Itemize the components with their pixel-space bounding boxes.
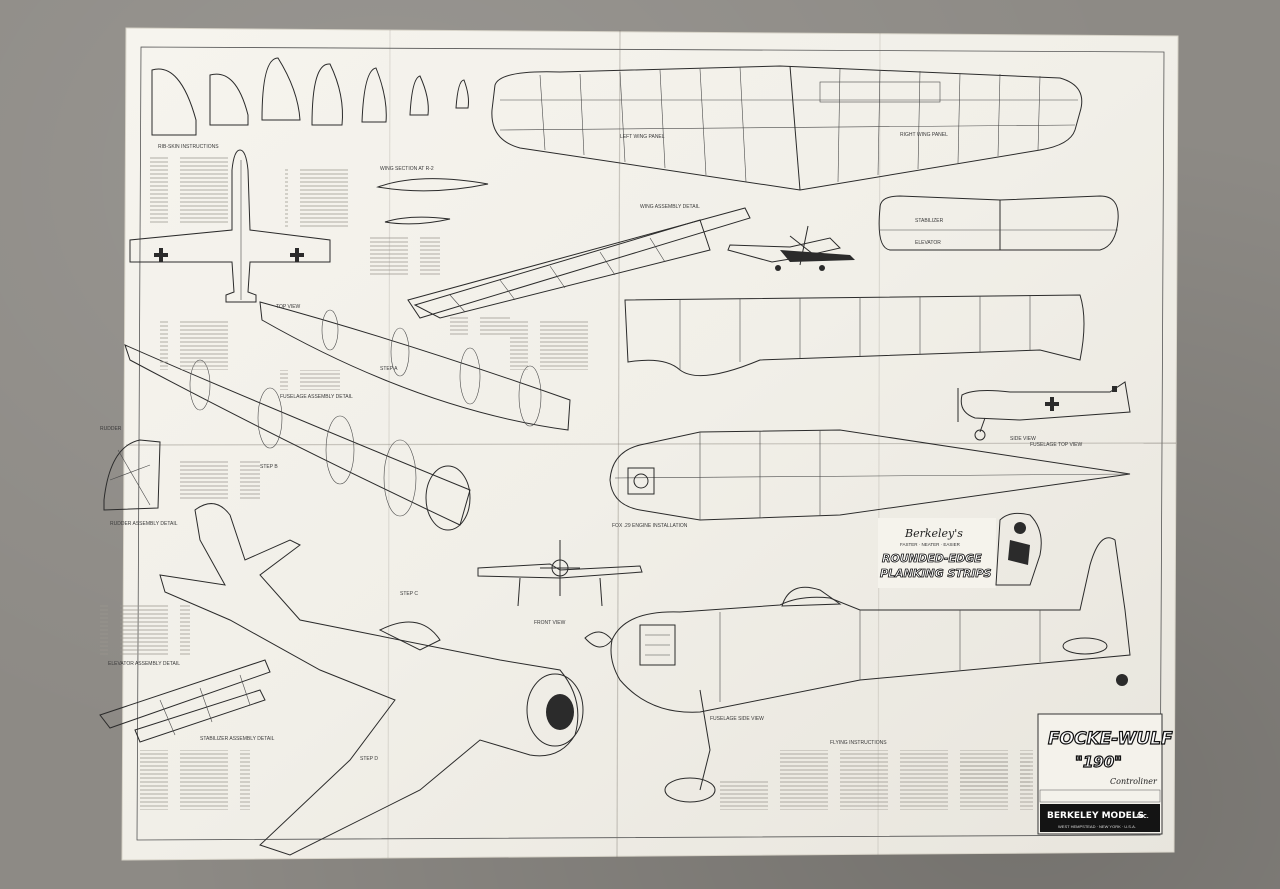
promo-block: Berkeley's FASTER · NEATER · EASIER ROUN… [878, 512, 1042, 588]
engine-top-icon [627, 467, 655, 495]
fuselage-assembly-label: FUSELAGE ASSEMBLY DETAIL [280, 394, 353, 400]
maker-name: BERKELEY MODELS [1047, 811, 1144, 821]
step-a-label: STEP A [380, 366, 398, 372]
left-wing-panel-label: LEFT WING PANEL [620, 134, 665, 140]
elevator-assembly-label: ELEVATOR ASSEMBLY DETAIL [108, 661, 180, 667]
small-plane-top-view: TOP VIEW [129, 149, 331, 310]
rudder-assembly-detail: RUDDER ASSEMBLY DETAIL RUDDER [100, 426, 260, 527]
wing-assembly-detail: WING ASSEMBLY DETAIL [407, 204, 751, 319]
fuselage-side-profile [624, 294, 1085, 377]
small-top-view-label: TOP VIEW [276, 304, 301, 310]
model-name: FOCKE-WULF [1048, 729, 1173, 749]
svg-text:RUDDER: RUDDER [100, 426, 122, 432]
model-type: Controliner [1110, 777, 1158, 786]
stabilizer-plan: STABILIZER ELEVATOR [878, 195, 1119, 251]
large-side-view: FUSELAGE SIDE VIEW [584, 537, 1131, 803]
promo-line2: PLANKING STRIPS [880, 567, 992, 580]
elevator-label: ELEVATOR [915, 240, 941, 246]
stabilizer-label: STABILIZER [915, 218, 944, 224]
engine-side-icon [639, 624, 676, 666]
step-b-label: STEP B [260, 464, 278, 470]
balkenkreuz-right-icon [290, 248, 304, 262]
perspective-airplane: STEP C STEP D [159, 503, 584, 856]
engine-installation-label: FOX .29 ENGINE INSTALLATION [612, 523, 688, 529]
instruction-text-block-1 [150, 155, 355, 228]
step-c-label: STEP C [400, 591, 418, 597]
front-view-label: FRONT VIEW [534, 620, 566, 626]
promo-slogan: FASTER · NEATER · EASIER [900, 542, 961, 547]
side-view-label: SIDE VIEW [1010, 436, 1036, 442]
paper-sheet [121, 27, 1179, 861]
fuselage-top-view: FUSELAGE TOP VIEW FOX .29 ENGINE INSTALL… [609, 429, 1131, 529]
fuselage-assembly-detail: FUSELAGE ASSEMBLY DETAIL STEP A STEP B [124, 301, 590, 531]
pilot-illustration [995, 512, 1042, 586]
step-d-label: STEP D [360, 756, 378, 762]
maker-suffix: INC. [1137, 814, 1149, 820]
fuselage-formers: RIB-SKIN INSTRUCTIONS [151, 57, 469, 150]
title-block: FOCKE-WULF "190" Controliner BERKELEY MO… [1037, 713, 1174, 835]
small-plane-illustration [727, 225, 855, 271]
stabilizer-assembly-detail: ELEVATOR ASSEMBLY DETAIL STABILIZER ASSE… [99, 605, 275, 810]
promo-line1: ROUNDED-EDGE [882, 552, 982, 565]
fuselage-top-view-label: FUSELAGE TOP VIEW [1030, 442, 1083, 448]
flying-instructions-label: FLYING INSTRUCTIONS [830, 740, 887, 746]
maker-address: WEST HEMPSTEAD · NEW YORK · U.S.A. [1058, 824, 1136, 829]
promo-brand: Berkeley's [904, 527, 963, 540]
front-view: FRONT VIEW [477, 540, 643, 626]
stabilizer-assembly-label: STABILIZER ASSEMBLY DETAIL [200, 736, 275, 742]
rib-instructions-label: RIB-SKIN INSTRUCTIONS [158, 144, 219, 150]
rudder-assembly-label: RUDDER ASSEMBLY DETAIL [110, 521, 178, 527]
balkenkreuz-left-icon [154, 248, 168, 262]
fuselage-side-section-label: FUSELAGE SIDE VIEW [710, 716, 764, 722]
balkenkreuz-side-icon [1045, 397, 1059, 411]
right-wing-panel-label: RIGHT WING PANEL [900, 132, 948, 138]
model-number: "190" [1075, 753, 1122, 771]
small-plane-side-view: SIDE VIEW [957, 381, 1131, 442]
wing-sections: WING SECTION AT R-2 [370, 166, 489, 275]
wing-section-label: WING SECTION AT R-2 [380, 166, 434, 172]
main-wing-plan: LEFT WING PANEL RIGHT WING PANEL [491, 65, 1083, 191]
wing-assembly-label: WING ASSEMBLY DETAIL [640, 204, 700, 210]
